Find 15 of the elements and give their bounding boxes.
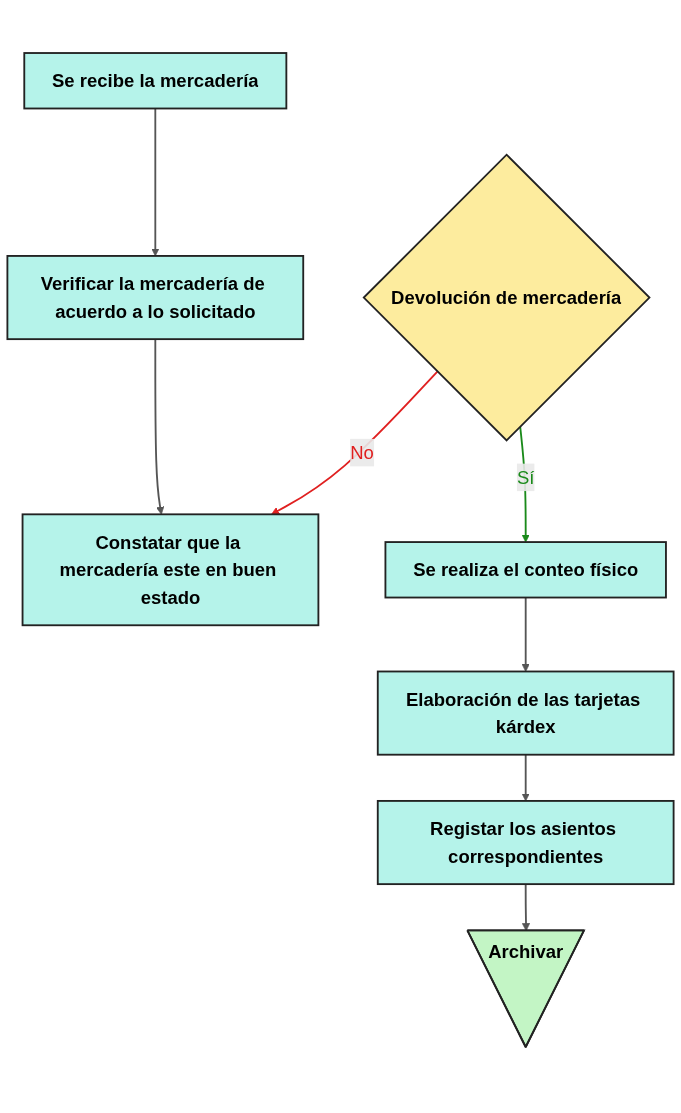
node-box: Elaboración de las tarjetas kárdex: [376, 670, 675, 756]
arrow: [521, 596, 530, 672]
arrow: [271, 370, 439, 515]
node-box: Se realiza el conteo físico: [384, 541, 667, 599]
arrow: [521, 753, 530, 802]
arrow: [521, 883, 531, 932]
node-box: Constatar que la mercadería este en buen estado: [21, 513, 320, 627]
node-box: Registar los asientos correspondientes: [376, 800, 675, 886]
arrow: [151, 107, 160, 257]
edge-label: No: [350, 442, 374, 463]
node-box: Verificar la mercadería de acuerdo a lo solicitado: [6, 255, 305, 341]
node-box: Se recibe la mercadería: [23, 52, 288, 110]
edge-label: Sí: [516, 467, 535, 488]
node-diamond: Devolución de mercadería: [362, 153, 651, 442]
arrow: [154, 338, 165, 515]
